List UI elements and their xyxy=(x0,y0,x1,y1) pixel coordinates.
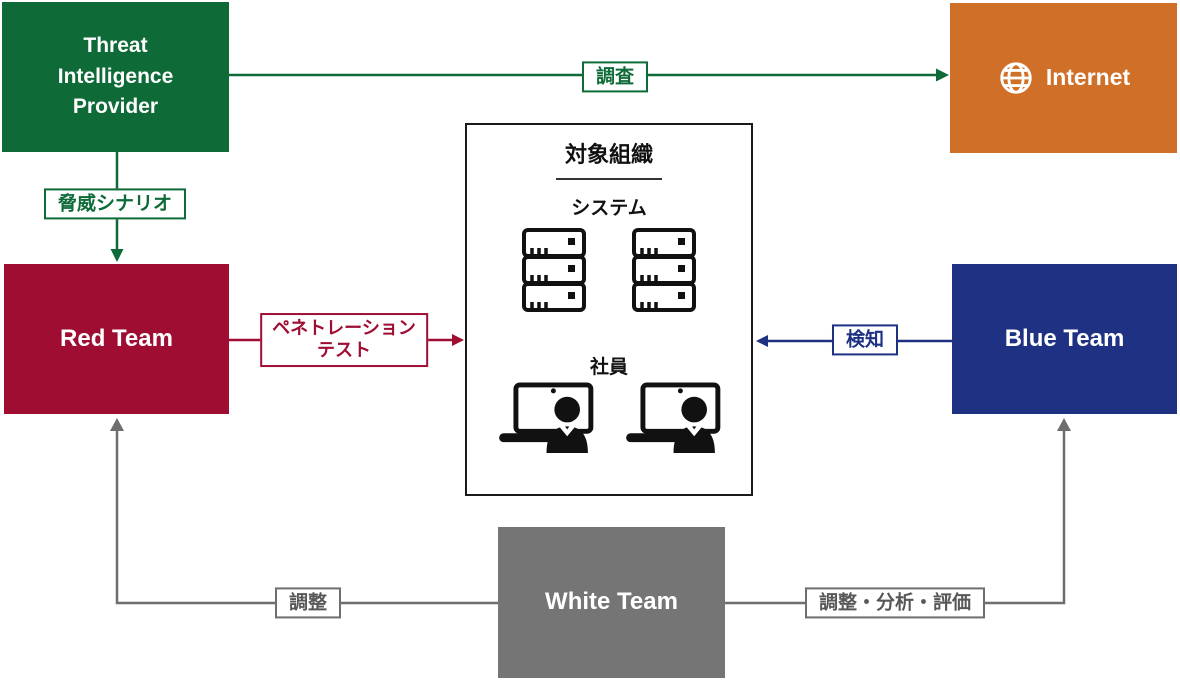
white-team-label: White Team xyxy=(545,588,678,616)
server-icon-row xyxy=(521,227,697,314)
white-team-node: White Team xyxy=(498,527,725,678)
target-organization-node: 対象組織 システム xyxy=(465,123,753,496)
coordination-red-arrow xyxy=(110,418,498,605)
coordination-blue-edge-label: 調整・分析・評価 xyxy=(804,587,986,619)
internet-node: Internet xyxy=(950,3,1177,153)
red-team-label: Red Team xyxy=(60,324,173,352)
blue-team-label: Blue Team xyxy=(1004,324,1125,352)
threat-intelligence-provider-node: Threat Intelligence Provider xyxy=(2,2,229,152)
target-organization-title: 対象組織 xyxy=(564,142,653,167)
detection-edge-label: 検知 xyxy=(831,324,899,356)
system-section-label: システム xyxy=(571,198,647,219)
coordination-red-edge-label: 調整 xyxy=(274,587,342,619)
laptop-user-icon xyxy=(494,382,597,453)
red-team-node: Red Team xyxy=(4,264,229,414)
penetration-test-edge-label: ペネトレーション テスト xyxy=(260,313,428,367)
employees-section-label: 社員 xyxy=(589,357,628,378)
globe-icon xyxy=(997,59,1035,97)
threat-intelligence-provider-label: Threat Intelligence Provider xyxy=(57,34,174,119)
coordination-blue-arrow xyxy=(725,418,1071,605)
internet-label: Internet xyxy=(1045,64,1131,91)
title-underline xyxy=(556,178,662,180)
laptop-user-icon-row xyxy=(494,382,724,453)
laptop-user-icon xyxy=(621,382,724,453)
threat-scenario-edge-label: 脅威シナリオ xyxy=(43,188,187,220)
blue-team-node: Blue Team xyxy=(952,264,1177,414)
survey-edge-label: 調査 xyxy=(581,61,649,93)
server-icon xyxy=(521,227,587,314)
server-icon xyxy=(631,227,697,314)
